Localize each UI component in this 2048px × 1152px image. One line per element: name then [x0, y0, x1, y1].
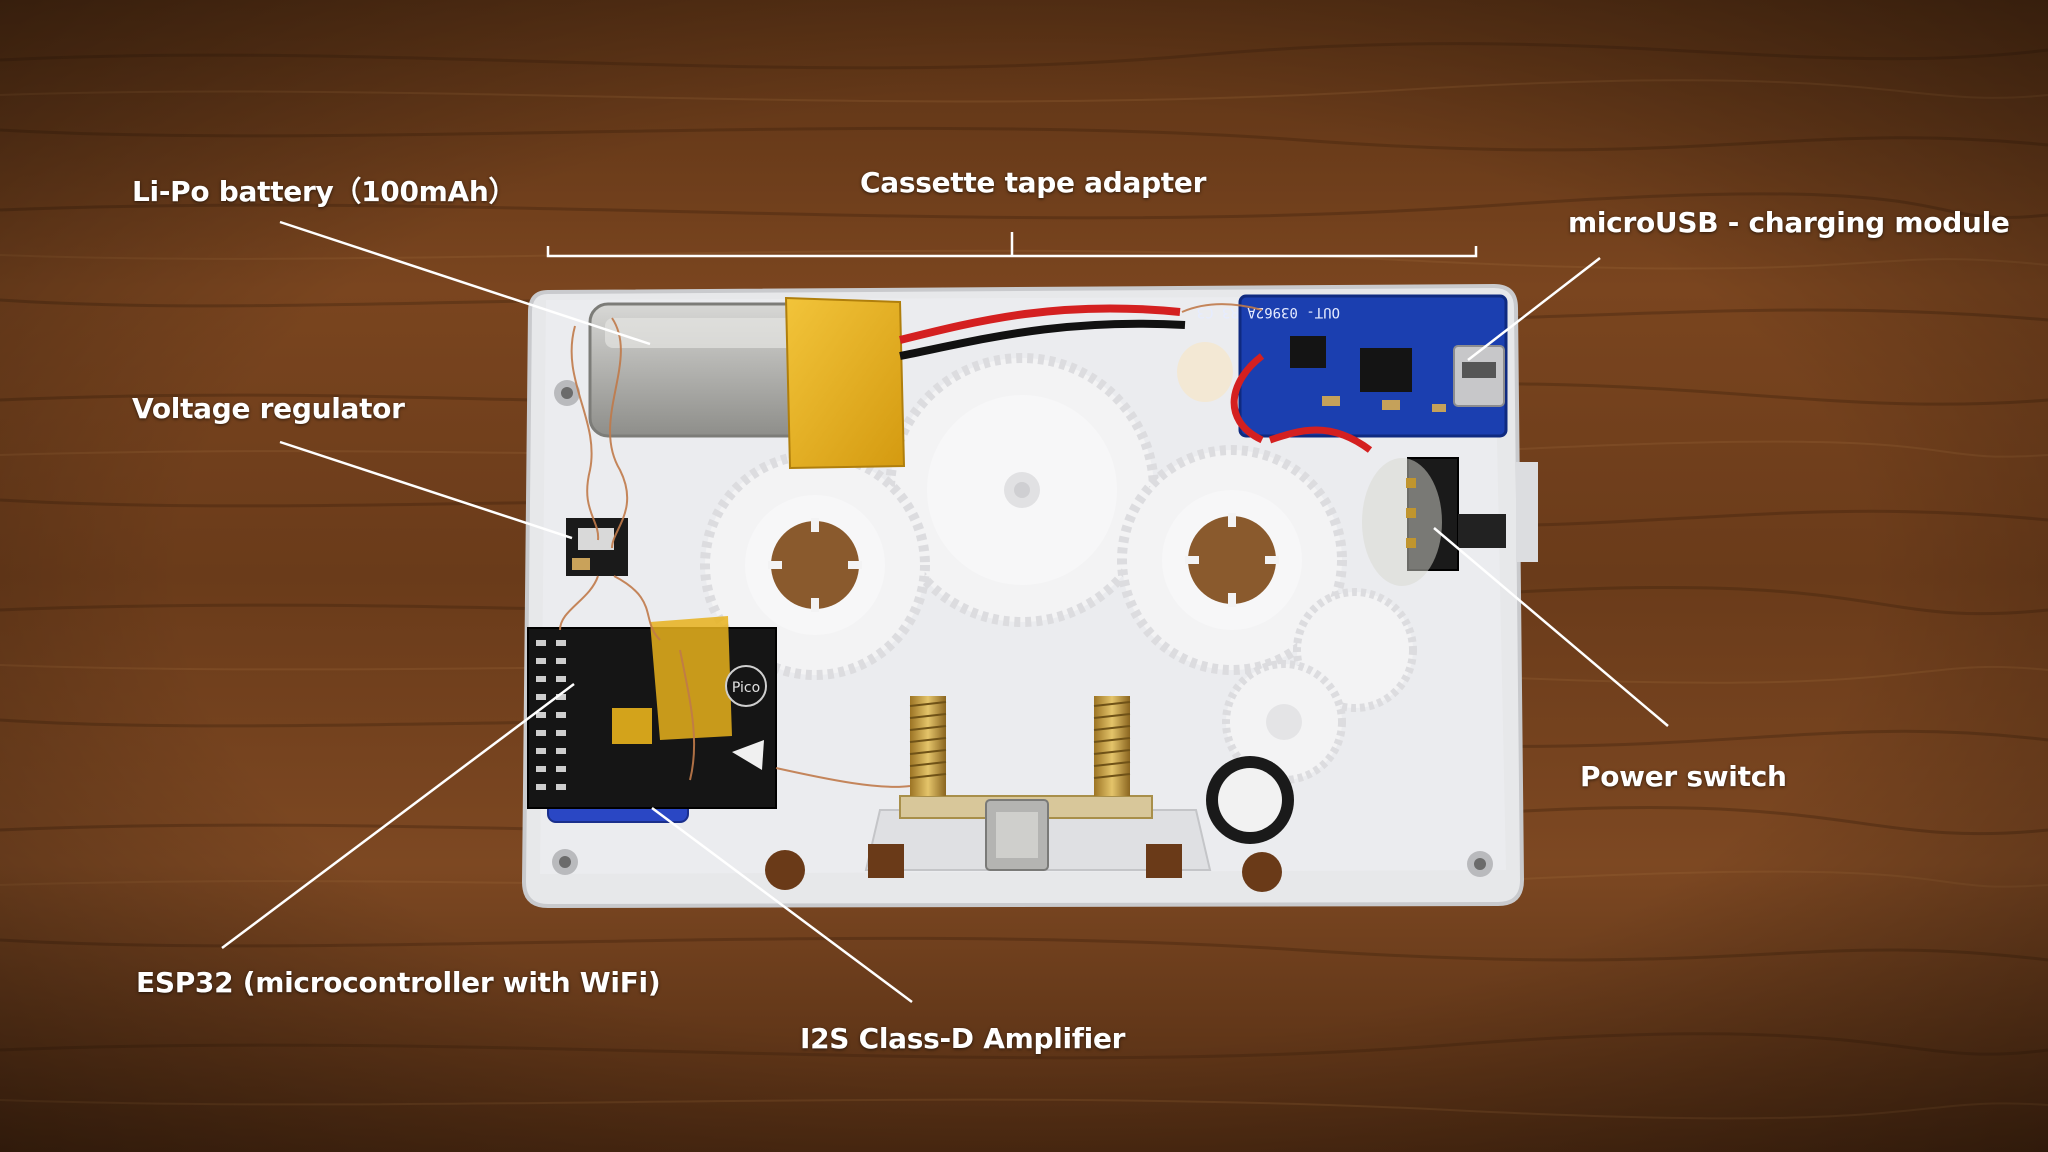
- esp32-module: Pico: [527, 616, 777, 823]
- regulator-leader: [279, 440, 573, 540]
- voltage-regulator-part: [566, 518, 628, 576]
- esp-logo: Pico: [732, 680, 760, 696]
- microusb-leader: [1467, 257, 1601, 361]
- annotation-lines: [221, 220, 1669, 1004]
- pcb-silkscreen: OUT- 03962A R3 C3: [1197, 304, 1340, 320]
- esp32-label: ESP32 (microcontroller with WiFi): [136, 966, 661, 999]
- lipo-battery: [588, 296, 1186, 470]
- esp32-leader: [221, 683, 575, 949]
- amplifier-leader: [651, 806, 913, 1004]
- amplifier-label: I2S Class-D Amplifier: [800, 1022, 1126, 1055]
- regulator-label: Voltage regulator: [132, 392, 405, 425]
- microusb-label: microUSB - charging module: [1568, 206, 2010, 239]
- power-switch-label: Power switch: [1580, 760, 1787, 793]
- cassette-bracket: [546, 232, 1478, 258]
- cassette-label: Cassette tape adapter: [860, 166, 1207, 199]
- battery-leader: [279, 220, 651, 346]
- gear-assembly: [700, 353, 1417, 844]
- copper-wires: [559, 303, 1263, 788]
- battery-label: Li-Po battery（100mAh）: [132, 175, 517, 208]
- power-switch-leader: [1433, 527, 1669, 727]
- charging-module: OUT- 03962A R3 C3: [1177, 294, 1508, 453]
- amplifier-and-head: [899, 696, 1153, 871]
- power-switch-part: [1362, 457, 1506, 586]
